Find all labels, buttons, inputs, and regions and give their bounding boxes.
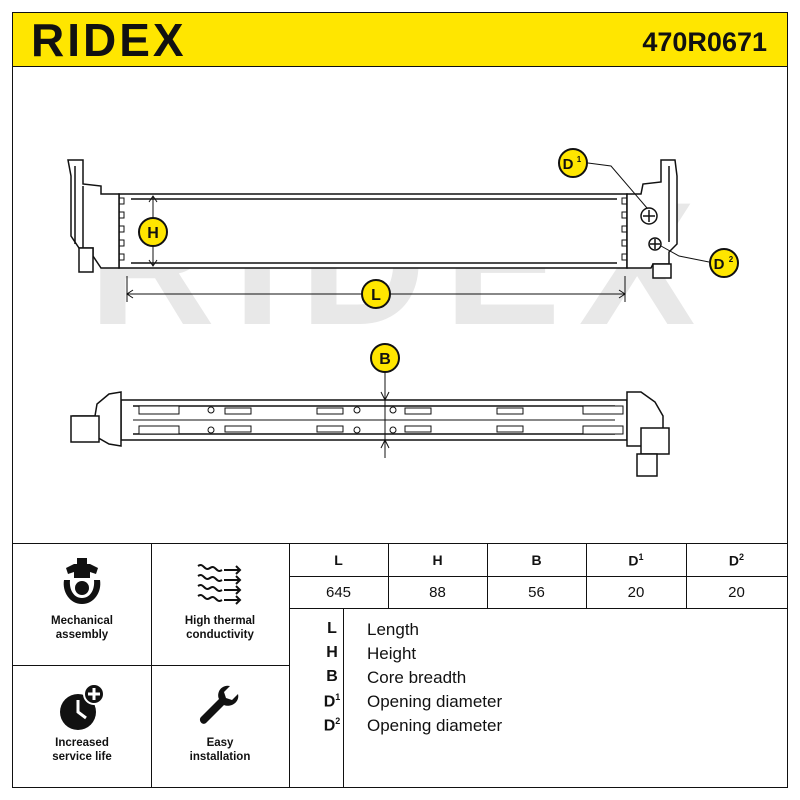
feature-high-thermal-conductivity: High thermal conductivity bbox=[151, 558, 289, 642]
dim-value-d2: 20 bbox=[728, 584, 745, 601]
radiator-front-view bbox=[67, 159, 678, 279]
feature-label-line2: service life bbox=[52, 751, 112, 763]
specs-panel: Mechanical assembly High thermal conduct… bbox=[12, 543, 788, 788]
legend-row-length: L Length bbox=[303, 620, 783, 644]
breadth-dimension bbox=[380, 370, 390, 458]
dim-value-h: 88 bbox=[429, 584, 446, 601]
dim-value-l: 645 bbox=[325, 584, 352, 601]
callout-d1: D 1 bbox=[558, 148, 588, 178]
svg-text:B: B bbox=[379, 351, 391, 368]
dim-header-h: H bbox=[432, 552, 443, 568]
heat-flow-icon bbox=[197, 564, 242, 605]
legend-text: Height bbox=[367, 644, 417, 663]
feature-label-line1: Increased bbox=[55, 737, 109, 749]
callout-d2: D 2 bbox=[709, 248, 739, 278]
feature-label-line2: installation bbox=[189, 751, 251, 763]
legend-text: Length bbox=[367, 620, 419, 639]
legend-row-height: H Height bbox=[303, 644, 783, 668]
legend-row-core-breadth: B Core breadth bbox=[303, 668, 783, 692]
header-bar: RIDEX 470R0671 bbox=[12, 12, 788, 67]
wrench-icon bbox=[199, 685, 239, 724]
legend-key: D2 bbox=[323, 716, 341, 735]
clock-plus-icon bbox=[60, 683, 105, 730]
svg-text:D: D bbox=[563, 156, 574, 173]
svg-text:1: 1 bbox=[577, 155, 582, 164]
feature-easy-installation: Easy installation bbox=[151, 682, 289, 764]
callout-b: B bbox=[370, 343, 400, 373]
feature-label-line1: Easy bbox=[206, 737, 234, 749]
feature-increased-service-life: Increased service life bbox=[13, 682, 151, 764]
legend-key: D1 bbox=[323, 692, 341, 711]
dim-header-d1: D1 bbox=[628, 552, 644, 569]
brand-logo: RIDEX bbox=[31, 14, 187, 66]
opening-leaders bbox=[587, 162, 710, 263]
mechanical-assembly-icon bbox=[63, 558, 101, 604]
svg-text:L: L bbox=[371, 287, 381, 304]
svg-text:H: H bbox=[147, 225, 159, 242]
radiator-drawing: RIDEX bbox=[67, 148, 739, 477]
legend-key: B bbox=[326, 668, 338, 685]
legend-row-opening-d1: D1 Opening diameter bbox=[303, 692, 783, 716]
legend-text: Opening diameter bbox=[367, 716, 503, 735]
svg-text:2: 2 bbox=[729, 255, 734, 264]
legend-key: H bbox=[326, 644, 338, 661]
feature-label-line2: assembly bbox=[55, 629, 109, 641]
dim-value-b: 56 bbox=[528, 584, 545, 601]
legend-text: Core breadth bbox=[367, 668, 467, 687]
dim-value-d1: 20 bbox=[627, 584, 645, 601]
radiator-top-view bbox=[70, 391, 670, 477]
feature-label-line1: Mechanical bbox=[51, 615, 113, 627]
dim-header-b: B bbox=[531, 552, 542, 568]
technical-drawing-frame: RIDEX bbox=[12, 66, 788, 544]
feature-label-line1: High thermal bbox=[184, 615, 256, 627]
legend-text: Opening diameter bbox=[367, 692, 503, 711]
callout-l: L bbox=[361, 279, 391, 309]
legend-row-opening-d2: D2 Opening diameter bbox=[303, 716, 783, 740]
dim-header-l: L bbox=[334, 552, 343, 568]
legend-key: L bbox=[327, 620, 337, 637]
feature-mechanical-assembly: Mechanical assembly bbox=[13, 558, 151, 642]
svg-text:D: D bbox=[714, 256, 725, 273]
part-number: 470R0671 bbox=[642, 27, 767, 57]
callout-h: H bbox=[138, 217, 168, 247]
dim-header-d2: D2 bbox=[728, 552, 745, 569]
feature-label-line2: conductivity bbox=[186, 629, 254, 641]
